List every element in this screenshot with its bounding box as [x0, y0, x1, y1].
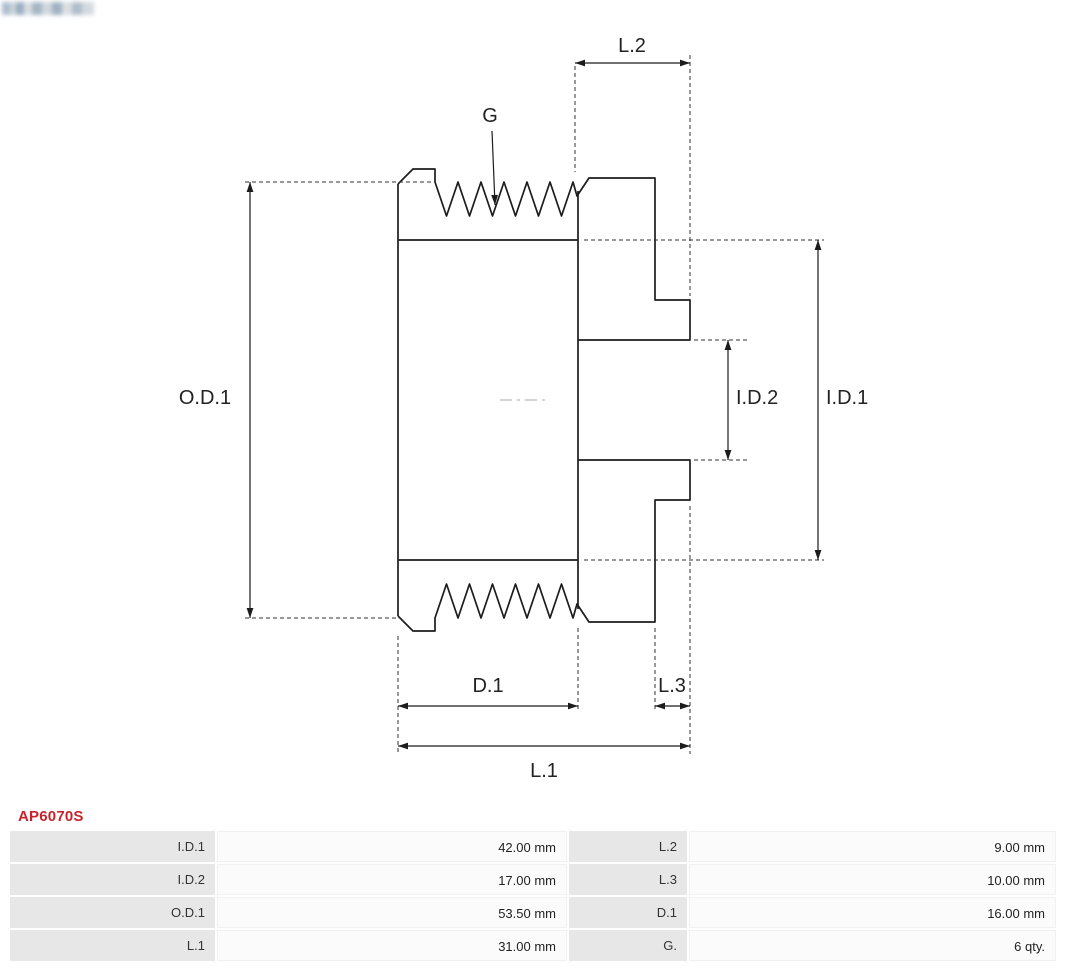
spec-key-g: G.: [569, 930, 687, 961]
dimension-id2: [694, 339, 748, 461]
spec-value-l2: 9.00 mm: [689, 831, 1056, 862]
dim-label-g: G: [482, 105, 498, 127]
spec-key-l1: L.1: [10, 930, 215, 961]
spec-value-l1: 31.00 mm: [217, 930, 567, 961]
dimension-l3: [654, 506, 691, 754]
logo-censored: [2, 2, 94, 15]
dim-label-id1: I.D.1: [826, 387, 868, 409]
spec-value-od1: 53.50 mm: [217, 897, 567, 928]
part-number: AP6070S: [18, 808, 84, 825]
spec-value-l3: 10.00 mm: [689, 864, 1056, 895]
spec-key-id1: I.D.1: [10, 831, 215, 862]
dim-label-l3: L.3: [658, 675, 686, 697]
spec-key-od1: O.D.1: [10, 897, 215, 928]
pulley-technical-drawing: L.2 G O.D.1 I.D.2 I.D.1 D.1 L.3: [179, 35, 868, 782]
dim-label-l1: L.1: [530, 760, 558, 782]
spec-table: I.D.1 42.00 mm L.2 9.00 mm I.D.2 17.00 m…: [10, 831, 1056, 961]
spec-value-id2: 17.00 mm: [217, 864, 567, 895]
spec-key-l2: L.2: [569, 831, 687, 862]
dimension-od1: [245, 181, 433, 619]
spec-key-l3: L.3: [569, 864, 687, 895]
spec-value-id1: 42.00 mm: [217, 831, 567, 862]
dimension-g: [491, 130, 498, 206]
pulley-outline: [397, 168, 691, 632]
spec-key-d1: D.1: [569, 897, 687, 928]
spec-value-d1: 16.00 mm: [689, 897, 1056, 928]
dimension-id1: [584, 239, 824, 561]
pulley-upper-profile: [397, 168, 691, 341]
dim-label-id2: I.D.2: [736, 387, 778, 409]
dim-label-od1: O.D.1: [179, 387, 231, 409]
dimension-d1: [397, 628, 579, 754]
pulley-lower-profile: [397, 459, 691, 632]
spec-key-id2: I.D.2: [10, 864, 215, 895]
dim-label-l2: L.2: [618, 35, 646, 57]
dimension-l2: [574, 55, 691, 296]
spec-value-g: 6 qty.: [689, 930, 1056, 961]
dim-label-d1: D.1: [472, 675, 503, 697]
